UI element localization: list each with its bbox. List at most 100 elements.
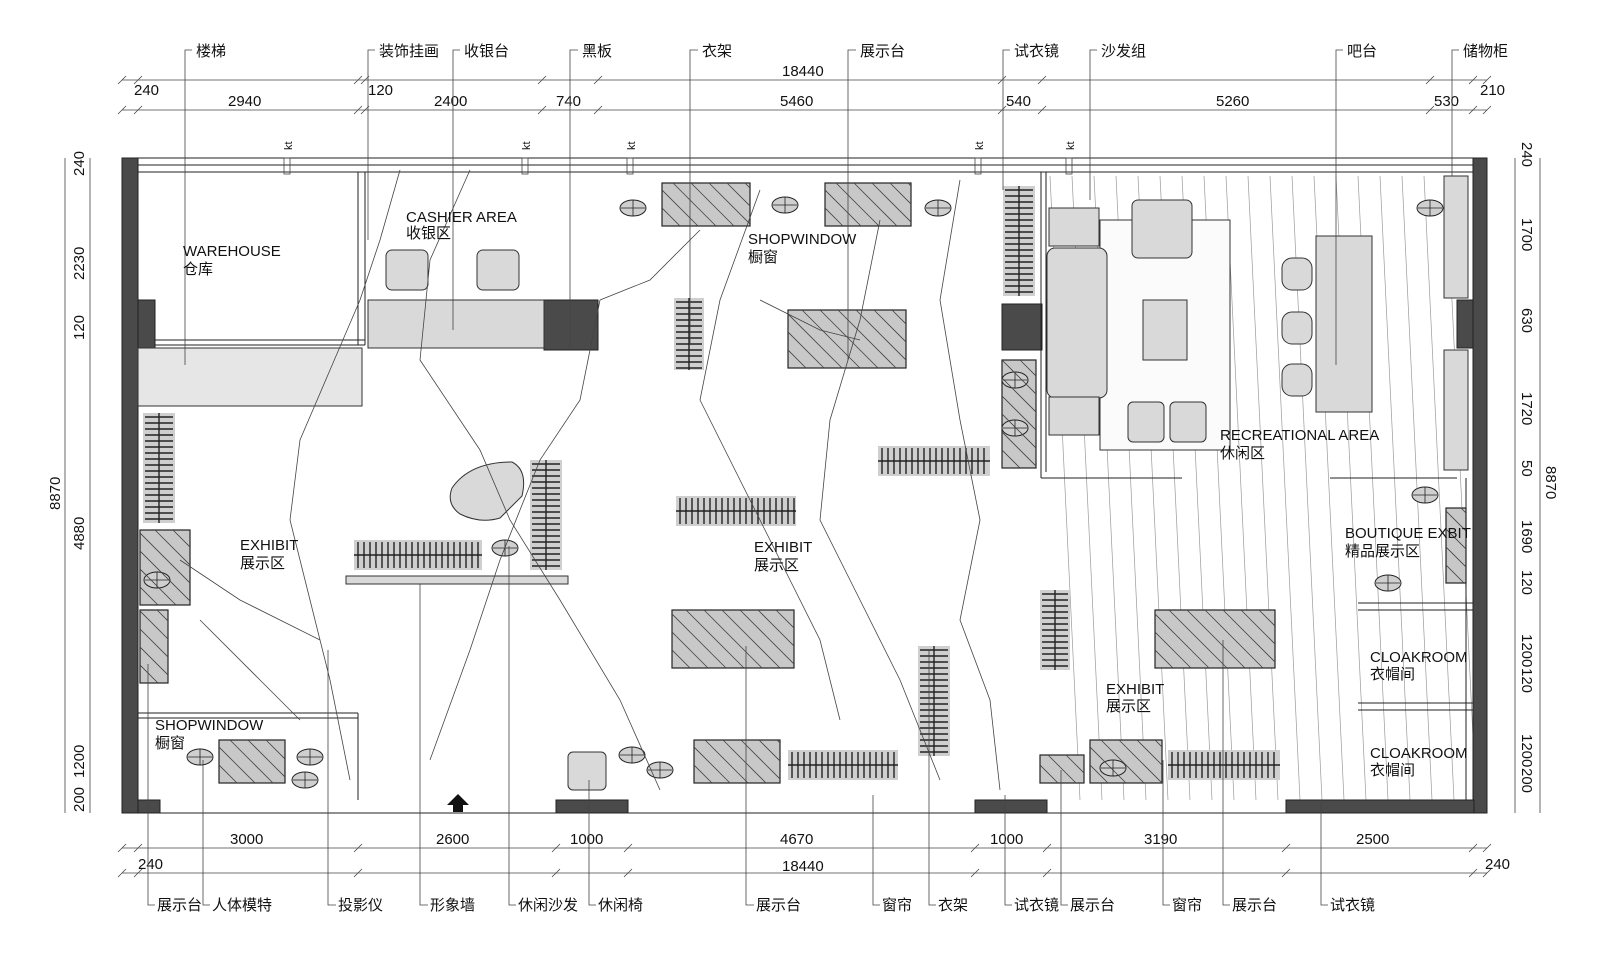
area-cashier-en: CASHIER AREA bbox=[406, 209, 517, 226]
kt-label: kt bbox=[974, 141, 986, 150]
clothes-rack-icon bbox=[788, 750, 898, 780]
dim-left-total: 8870 bbox=[47, 477, 64, 510]
area-exhibit-en: EXHIBIT bbox=[754, 539, 812, 556]
dim-right: 1200 bbox=[1518, 634, 1535, 667]
callout-display-table: 展示台 bbox=[1232, 897, 1277, 914]
cashier-chair-2 bbox=[476, 249, 520, 291]
sofa bbox=[1046, 247, 1108, 399]
callout-mannequin: 人体模特 bbox=[212, 897, 272, 914]
mannequin-icon bbox=[771, 196, 799, 214]
lounge-chair bbox=[567, 751, 607, 791]
dim-left: 4880 bbox=[71, 517, 88, 550]
table-hatches bbox=[140, 183, 1466, 783]
mannequin-icon bbox=[186, 748, 214, 766]
callout-fitting-mirror: 试衣镜 bbox=[1330, 896, 1375, 914]
area-boutique-zh: 精品展示区 bbox=[1345, 543, 1420, 560]
mannequin-icon bbox=[646, 761, 674, 779]
callout-blackboard: 黑板 bbox=[582, 42, 612, 60]
dim-top: 5260 bbox=[1216, 93, 1249, 110]
mannequin-icon bbox=[1001, 419, 1029, 437]
clothes-rack-icon bbox=[1003, 186, 1035, 296]
dim-right: 120 bbox=[1518, 668, 1535, 693]
dim-bottom: 1000 bbox=[990, 831, 1023, 848]
bar-stool-2 bbox=[1281, 311, 1313, 345]
kt-markers: kt kt kt kt kt bbox=[283, 141, 1077, 175]
callout-bar: 吧台 bbox=[1347, 43, 1377, 60]
dim-bottom-side: 240 bbox=[138, 856, 163, 873]
dimension-ticks bbox=[117, 75, 1492, 878]
dim-top: 740 bbox=[556, 93, 581, 110]
callout-sofa-set: 沙发组 bbox=[1101, 43, 1146, 60]
clothes-rack-icon bbox=[530, 460, 562, 570]
dim-top-total: 18440 bbox=[782, 63, 824, 80]
dim-right-total: 8870 bbox=[1542, 466, 1559, 499]
clothes-rack-icon bbox=[143, 413, 175, 523]
clothes-rack-icon bbox=[1040, 590, 1070, 670]
callout-clothes-rack: 衣架 bbox=[938, 897, 968, 914]
bottom-callouts: 展示台 人体模特 投影仪 形象墙 休闲沙发 休闲椅 展示台 窗帘 衣架 试衣镜 … bbox=[157, 896, 1375, 914]
mannequin-icon bbox=[291, 771, 319, 789]
dim-bottom: 4670 bbox=[780, 831, 813, 848]
dim-bottom: 3190 bbox=[1144, 831, 1177, 848]
dim-top: 5460 bbox=[780, 93, 813, 110]
area-exhibit-zh: 展示区 bbox=[754, 557, 799, 574]
dim-right: 50 bbox=[1518, 460, 1535, 477]
area-boutique-en: BOUTIQUE EXBIT bbox=[1345, 525, 1471, 542]
area-shopwindow-zh: 橱窗 bbox=[748, 248, 778, 266]
entrance-arrow-icon bbox=[447, 794, 469, 812]
area-warehouse-en: WAREHOUSE bbox=[183, 243, 281, 260]
walls bbox=[121, 157, 1488, 814]
coffee-table bbox=[1142, 299, 1188, 361]
mannequin-icon bbox=[143, 571, 171, 589]
bar-counter bbox=[1315, 235, 1373, 413]
bar-stool-3 bbox=[1281, 363, 1313, 397]
mannequin-icon bbox=[618, 746, 646, 764]
mannequins bbox=[143, 196, 1444, 789]
bar-stool-1 bbox=[1281, 257, 1313, 291]
image-wall bbox=[345, 575, 569, 585]
area-shopwindow-en: SHOPWINDOW bbox=[155, 717, 264, 734]
mannequin-icon bbox=[619, 199, 647, 217]
callout-fitting-mirror: 试衣镜 bbox=[1014, 896, 1059, 914]
callout-lounge-sofa: 休闲沙发 bbox=[518, 897, 578, 914]
callout-curtain: 窗帘 bbox=[1172, 896, 1202, 914]
area-cloakroom-en: CLOAKROOM bbox=[1370, 649, 1468, 666]
dim-right: 200 bbox=[1518, 768, 1535, 793]
cashier-chair-1 bbox=[385, 249, 429, 291]
dim-bottom: 3000 bbox=[230, 831, 263, 848]
storage-cabinet bbox=[1443, 175, 1469, 299]
dim-right: 1720 bbox=[1518, 392, 1535, 425]
kt-label: kt bbox=[521, 141, 533, 150]
display-table bbox=[139, 182, 1467, 784]
kt-label: kt bbox=[1065, 141, 1077, 150]
area-labels: WAREHOUSE 仓库 CASHIER AREA 收银区 SHOPWINDOW… bbox=[155, 209, 1471, 779]
cashier-counter bbox=[367, 299, 545, 349]
callout-curtain: 窗帘 bbox=[882, 896, 912, 914]
floor-crack-pattern bbox=[179, 169, 1001, 791]
mannequin-icon bbox=[1374, 574, 1402, 592]
callout-fitting-mirror: 试衣镜 bbox=[1014, 42, 1059, 60]
dim-left: 2230 bbox=[71, 247, 88, 280]
stool-1 bbox=[1127, 401, 1165, 443]
armchair bbox=[1131, 199, 1193, 259]
dim-right: 1700 bbox=[1518, 218, 1535, 251]
dim-right: 630 bbox=[1518, 308, 1535, 333]
area-exhibit-en: EXHIBIT bbox=[1106, 681, 1164, 698]
staircase bbox=[137, 347, 363, 407]
callout-display-table: 展示台 bbox=[1070, 897, 1115, 914]
kt-label: kt bbox=[626, 141, 638, 150]
callout-lounge-chair: 休闲椅 bbox=[598, 897, 643, 914]
area-shopwindow-zh: 橱窗 bbox=[155, 734, 185, 752]
area-exhibit-zh: 展示区 bbox=[1106, 698, 1151, 715]
dim-left: 240 bbox=[71, 151, 88, 176]
wall-right bbox=[1472, 157, 1488, 814]
area-warehouse-zh: 仓库 bbox=[183, 261, 213, 278]
callout-projector: 投影仪 bbox=[338, 897, 383, 914]
area-cashier-zh: 收银区 bbox=[406, 225, 451, 242]
area-exhibit-en: EXHIBIT bbox=[240, 537, 298, 554]
side-table-2 bbox=[1048, 396, 1100, 436]
dim-bottom: 2500 bbox=[1356, 831, 1389, 848]
callout-storage: 储物柜 bbox=[1463, 43, 1508, 60]
wall-left-jog bbox=[137, 299, 156, 349]
